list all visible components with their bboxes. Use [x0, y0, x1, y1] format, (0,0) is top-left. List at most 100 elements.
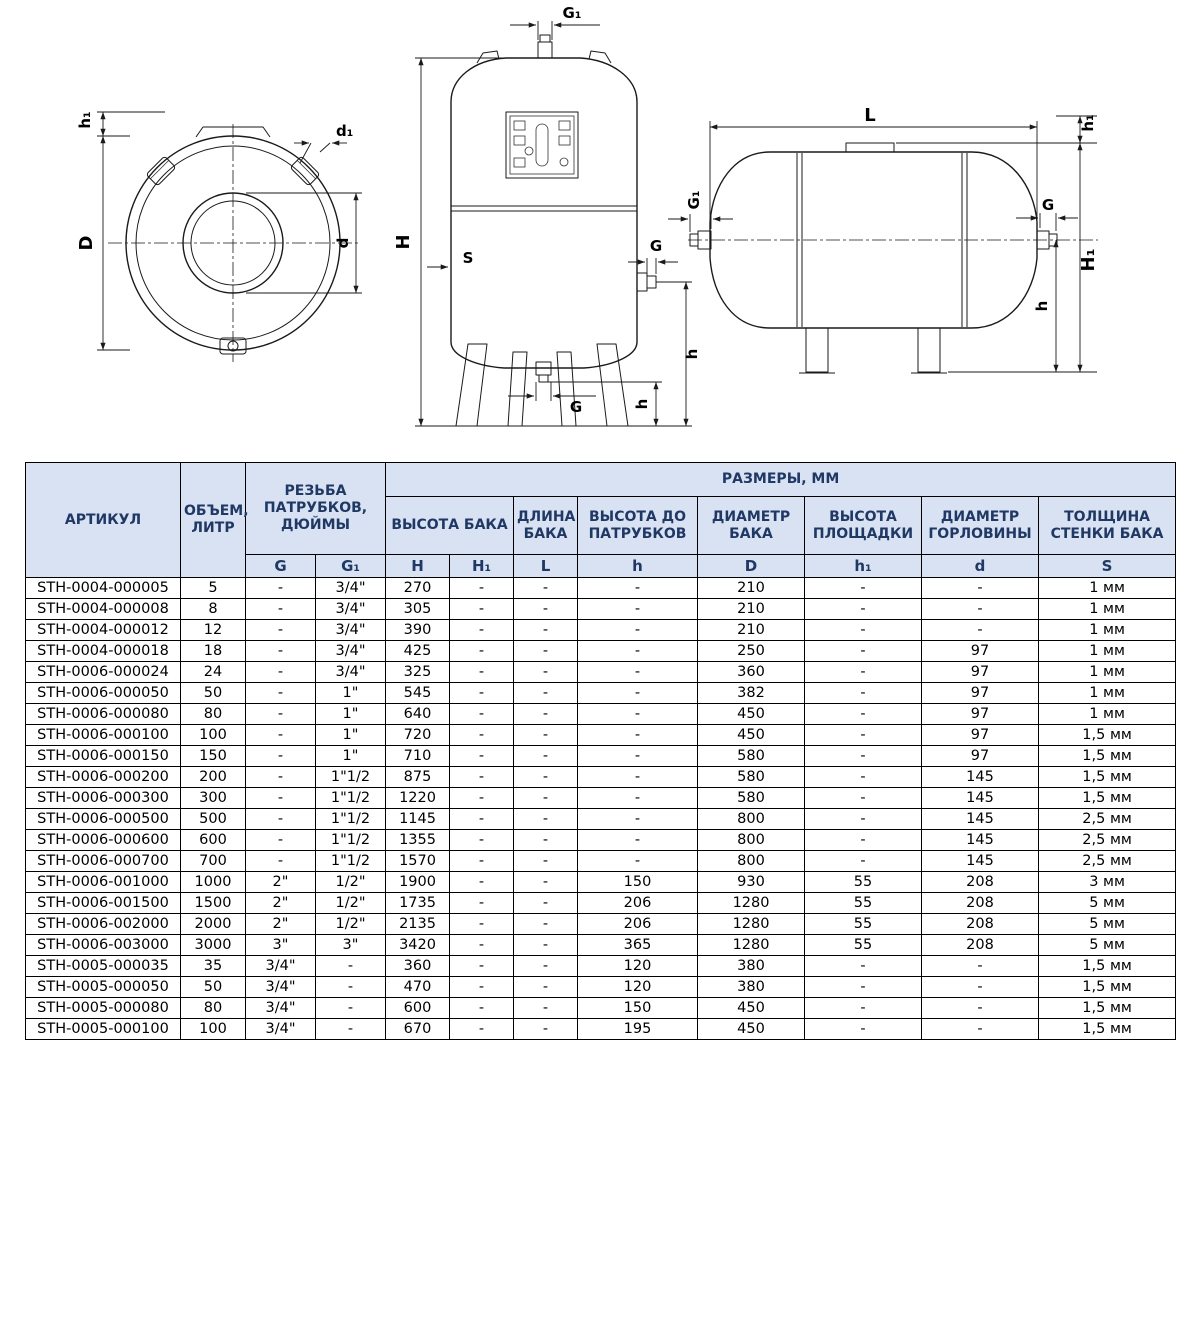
dimension-d1: [294, 140, 347, 164]
dim-label-H1: H₁: [1078, 249, 1099, 272]
value-cell: 120: [577, 976, 699, 998]
value-cell: 210: [697, 598, 806, 620]
value-cell: 1": [314, 745, 387, 767]
value-cell: -: [314, 955, 387, 977]
value-cell: 640: [385, 703, 451, 725]
value-cell: 100: [180, 724, 246, 746]
tank-legs-side: [799, 327, 947, 374]
value-cell: -: [449, 661, 515, 683]
value-cell: 24: [180, 661, 246, 683]
value-cell: -: [245, 724, 316, 746]
value-cell: 3420: [385, 934, 451, 956]
top-pad: [195, 126, 271, 138]
spec-table-area: АРТИКУЛ ОБЪЕМ, ЛИТР РЕЗЬБА ПАТРУБКОВ, ДЮ…: [25, 462, 1177, 1040]
value-cell: -: [245, 766, 316, 788]
value-cell: -: [449, 850, 515, 872]
value-cell: -: [577, 766, 699, 788]
value-cell: 800: [697, 850, 806, 872]
air-valve: [537, 34, 553, 59]
value-cell: 1,5 мм: [1038, 1018, 1177, 1040]
value-cell: 3/4": [314, 577, 387, 599]
value-cell: -: [921, 577, 1040, 599]
value-cell: -: [804, 955, 923, 977]
value-cell: -: [245, 787, 316, 809]
value-cell: 5 мм: [1038, 934, 1177, 956]
value-cell: -: [245, 619, 316, 641]
value-cell: 1570: [385, 850, 451, 872]
dimension-G-bottom: [508, 382, 596, 401]
value-cell: 1"1/2: [314, 829, 387, 851]
value-cell: 12: [180, 619, 246, 641]
value-cell: 580: [697, 766, 806, 788]
dimension-G1-left: [668, 214, 733, 232]
value-cell: 1"1/2: [314, 808, 387, 830]
dimension-h-side: [656, 281, 692, 426]
value-cell: 1": [314, 724, 387, 746]
value-cell: 206: [577, 913, 699, 935]
value-cell: 710: [385, 745, 451, 767]
value-cell: 200: [180, 766, 246, 788]
value-cell: 1"1/2: [314, 850, 387, 872]
dim-label-h-sideview: h: [1033, 301, 1051, 312]
value-cell: 425: [385, 640, 451, 662]
bottom-nozzle: [535, 361, 552, 383]
subcol-d: d: [921, 554, 1040, 578]
top-lug-right: [588, 50, 612, 64]
dim-label-S: S: [463, 249, 474, 267]
col-header-tank-diameter: ДИАМЕТР БАКА: [697, 496, 806, 555]
dim-label-h-side: h: [683, 349, 701, 360]
value-cell: -: [577, 745, 699, 767]
value-cell: 1"1/2: [314, 766, 387, 788]
value-cell: 580: [697, 745, 806, 767]
value-cell: -: [449, 640, 515, 662]
value-cell: -: [921, 1018, 1040, 1040]
value-cell: 580: [697, 787, 806, 809]
value-cell: -: [513, 871, 579, 893]
value-cell: 3/4": [314, 661, 387, 683]
value-cell: 365: [577, 934, 699, 956]
value-cell: 1220: [385, 787, 451, 809]
article-cell: STH-0006-000050: [25, 682, 181, 704]
value-cell: 80: [180, 997, 246, 1019]
value-cell: -: [245, 682, 316, 704]
value-cell: 1"1/2: [314, 787, 387, 809]
value-cell: -: [804, 766, 923, 788]
subcol-H1: H₁: [449, 554, 515, 578]
value-cell: 700: [180, 850, 246, 872]
value-cell: 1280: [697, 913, 806, 935]
value-cell: 206: [577, 892, 699, 914]
value-cell: 1": [314, 682, 387, 704]
value-cell: 360: [385, 955, 451, 977]
subcol-H: H: [385, 554, 451, 578]
value-cell: 800: [697, 808, 806, 830]
value-cell: -: [449, 577, 515, 599]
value-cell: -: [577, 808, 699, 830]
value-cell: -: [245, 829, 316, 851]
value-cell: 8: [180, 598, 246, 620]
value-cell: 5: [180, 577, 246, 599]
value-cell: 3/4": [314, 640, 387, 662]
value-cell: 875: [385, 766, 451, 788]
value-cell: 145: [921, 850, 1040, 872]
value-cell: -: [804, 640, 923, 662]
value-cell: 450: [697, 997, 806, 1019]
value-cell: -: [513, 1018, 579, 1040]
value-cell: 3/4": [314, 619, 387, 641]
value-cell: -: [804, 787, 923, 809]
label-plate: [505, 111, 579, 179]
value-cell: -: [513, 934, 579, 956]
value-cell: -: [513, 850, 579, 872]
subcol-S: S: [1038, 554, 1177, 578]
article-cell: STH-0006-000024: [25, 661, 181, 683]
value-cell: 3": [314, 934, 387, 956]
value-cell: 1/2": [314, 892, 387, 914]
value-cell: 250: [697, 640, 806, 662]
value-cell: -: [513, 745, 579, 767]
dimension-H1: [948, 143, 1097, 373]
dimension-H: [415, 57, 692, 427]
article-cell: STH-0006-002000: [25, 913, 181, 935]
value-cell: 600: [385, 997, 451, 1019]
